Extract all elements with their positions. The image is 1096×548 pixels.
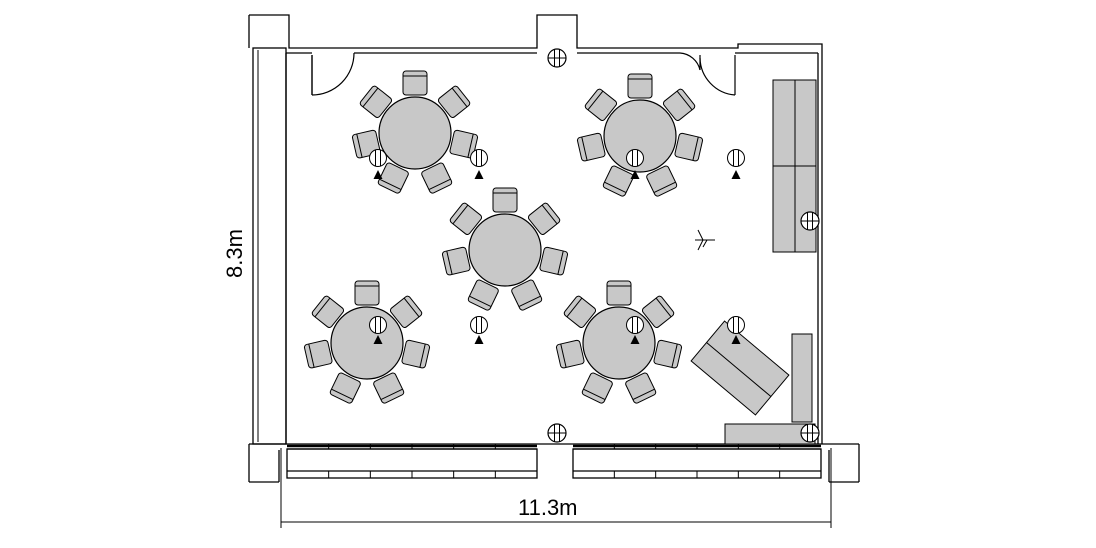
chair <box>303 339 333 369</box>
ceiling-light-icon <box>369 316 387 334</box>
speaker-icon <box>630 170 640 179</box>
ceiling-light-icon <box>470 149 488 167</box>
chair <box>467 279 499 311</box>
chair <box>606 280 632 306</box>
speaker-icon <box>373 335 383 344</box>
chair <box>511 279 543 311</box>
chair <box>527 202 561 235</box>
table-group <box>441 187 569 311</box>
round-table <box>582 306 656 380</box>
ceiling-light-icon <box>727 149 745 167</box>
table-group <box>351 70 479 194</box>
outlet-icon <box>547 423 567 443</box>
outlet-icon <box>800 211 820 231</box>
table-group <box>576 73 704 197</box>
dimension-lines <box>257 50 832 528</box>
chair <box>674 132 704 162</box>
chair <box>581 372 613 404</box>
chair <box>555 339 585 369</box>
table-groups <box>303 70 704 404</box>
speaker-icon <box>731 170 741 179</box>
chair <box>653 339 683 369</box>
chair <box>627 73 653 99</box>
chair <box>311 295 345 328</box>
ceiling-light-icon <box>369 149 387 167</box>
chair <box>576 132 606 162</box>
chair <box>539 246 569 276</box>
chair <box>584 88 618 121</box>
ceiling-light-icon <box>470 316 488 334</box>
chair <box>437 85 471 118</box>
chair <box>662 88 696 121</box>
table-group <box>303 280 431 404</box>
table-group <box>555 280 683 404</box>
outlet-icon <box>547 48 567 68</box>
round-table <box>330 306 404 380</box>
ceiling-light-icon <box>626 149 644 167</box>
ceiling-light-icon <box>626 316 644 334</box>
speaker-icon <box>474 170 484 179</box>
chair <box>641 295 675 328</box>
chair <box>389 295 423 328</box>
window-mullions <box>328 444 781 478</box>
chair <box>359 85 393 118</box>
speaker-icon <box>474 335 484 344</box>
speaker-icon <box>630 335 640 344</box>
chair <box>602 165 634 197</box>
round-table <box>603 99 677 173</box>
sofa-side <box>791 333 813 423</box>
sofa-angled <box>690 320 790 416</box>
chair <box>377 162 409 194</box>
chair <box>441 246 471 276</box>
ceiling-light-icon <box>727 316 745 334</box>
round-table <box>378 96 452 170</box>
height-label: 8.3m <box>222 229 247 278</box>
chair <box>401 339 431 369</box>
speaker-icon <box>731 335 741 344</box>
chair <box>402 70 428 96</box>
chair <box>625 372 657 404</box>
outlet-icon <box>800 423 820 443</box>
chair <box>421 162 453 194</box>
speaker-icon <box>373 170 383 179</box>
chair <box>492 187 518 213</box>
chair <box>449 129 479 159</box>
round-table <box>468 213 542 287</box>
fixtures <box>369 48 820 443</box>
width-label: 11.3m <box>518 495 578 520</box>
chair <box>449 202 483 235</box>
chair <box>354 280 380 306</box>
chair <box>646 165 678 197</box>
sofas <box>690 79 817 445</box>
chair <box>373 372 405 404</box>
chair <box>563 295 597 328</box>
doors <box>311 52 736 96</box>
air-vent-icon <box>695 229 715 251</box>
chair <box>329 372 361 404</box>
